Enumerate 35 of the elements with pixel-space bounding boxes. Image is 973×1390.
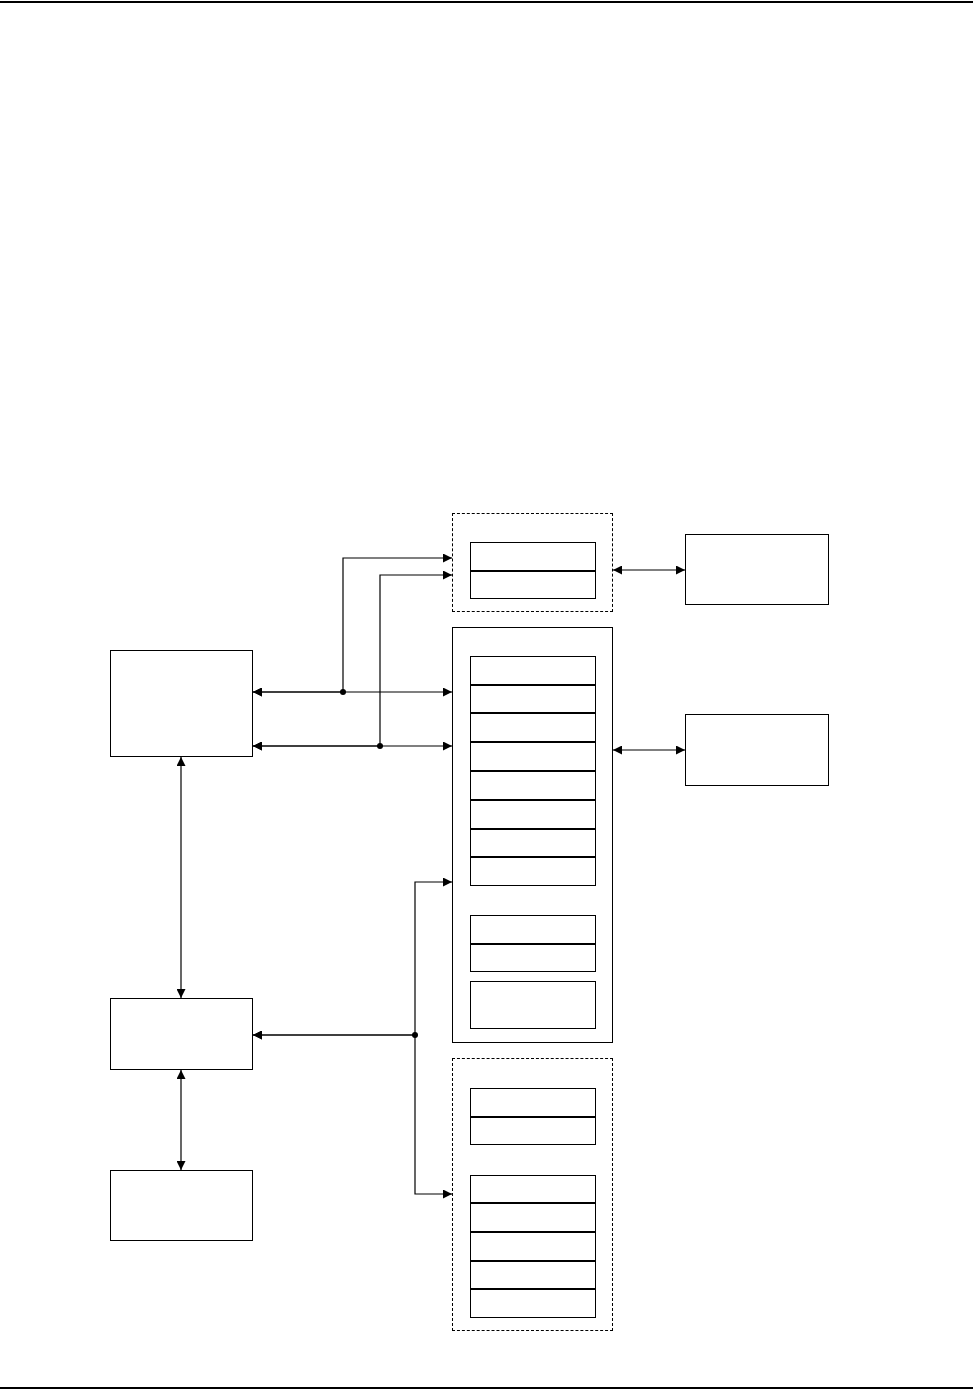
- rectangle-box: [110, 998, 253, 1070]
- rectangle-box: [470, 915, 596, 944]
- dashed-frame: [452, 513, 613, 612]
- rectangle-box: [470, 857, 596, 886]
- arrow: [176, 1069, 186, 1171]
- rectangle-box: [470, 1088, 596, 1117]
- rectangle-box: [470, 981, 596, 1029]
- dashed-frame: [452, 1058, 613, 1331]
- rectangle-box: [470, 656, 596, 685]
- rectangle-box: [470, 571, 596, 599]
- container-frame: [452, 627, 613, 1043]
- rectangle-box: [470, 829, 596, 857]
- rectangle-box: [470, 1203, 596, 1232]
- rectangle-box: [110, 650, 253, 757]
- rectangle-box: [470, 1261, 596, 1289]
- rectangle-box: [470, 800, 596, 829]
- rectangle-box: [470, 685, 596, 713]
- arrow: [252, 553, 453, 697]
- rectangle-box: [470, 542, 596, 571]
- rectangle-box: [470, 1175, 596, 1203]
- arrow: [176, 756, 186, 999]
- rectangle-box: [470, 1232, 596, 1261]
- rectangle-box: [470, 771, 596, 800]
- rectangle-box: [685, 714, 829, 786]
- arrow: [252, 570, 453, 751]
- rectangle-box: [470, 1289, 596, 1318]
- arrow: [612, 745, 686, 755]
- arrow: [612, 565, 686, 575]
- arrow: [252, 1030, 453, 1199]
- rectangle-box: [470, 742, 596, 771]
- rectangle-box: [470, 944, 596, 972]
- rectangle-box: [685, 534, 829, 605]
- rectangle-box: [470, 1117, 596, 1145]
- rectangle-box: [110, 1170, 253, 1241]
- rectangle-box: [470, 713, 596, 742]
